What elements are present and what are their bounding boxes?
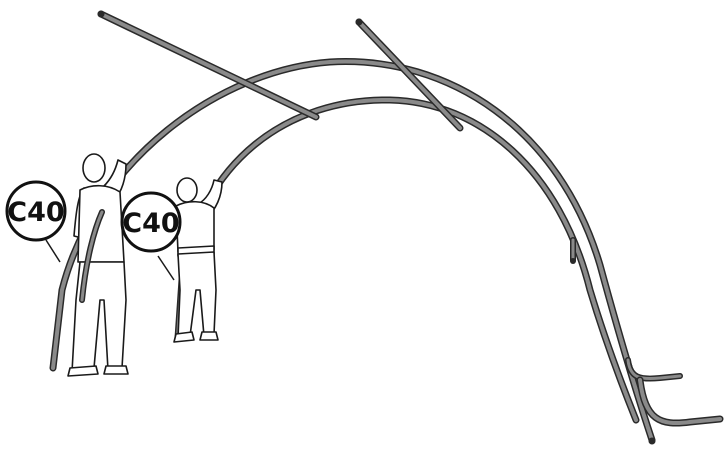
person-right (174, 178, 222, 342)
callout-left: C40 (7, 182, 65, 262)
pole-tip (649, 438, 656, 445)
ground-foot-rear (640, 380, 720, 423)
callout-left-leader (46, 240, 60, 262)
callout-left-label: C40 (7, 197, 64, 228)
person-left (68, 154, 128, 376)
callout-right: C40 (122, 193, 180, 280)
inner-arch-pole (178, 100, 636, 420)
ground-foot-front (628, 360, 680, 379)
cross-pole-right (356, 19, 461, 129)
pole-end-cap (570, 240, 576, 264)
callout-right-label: C40 (122, 208, 179, 239)
callout-right-leader (158, 256, 174, 280)
